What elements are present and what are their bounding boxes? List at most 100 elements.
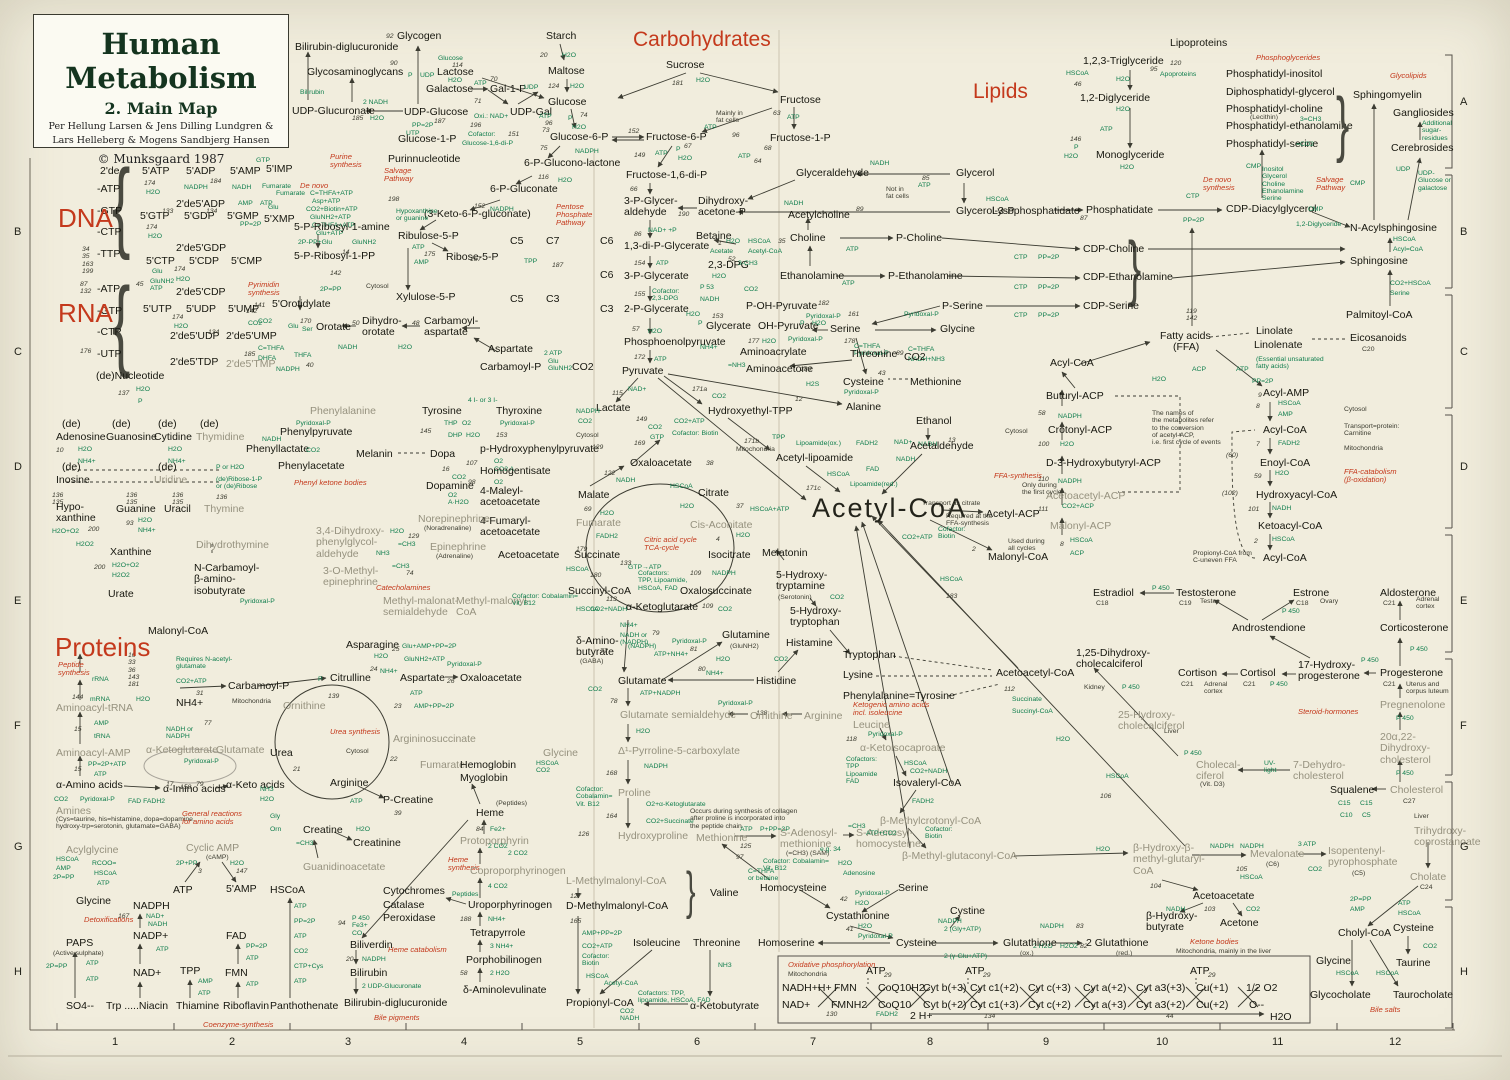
- metabolite-label: N-Carbamoyl- β-amino- isobutyrate: [194, 562, 260, 597]
- cofactor-label: Peptides: [452, 891, 479, 898]
- metabolite-label: Acetoacetate: [498, 549, 560, 561]
- metabolite-label: Liver: [1414, 813, 1429, 820]
- cofactor-label: HSCoA: [1240, 874, 1263, 881]
- metabolite-label: Cyt b(+3): [923, 982, 967, 994]
- metabolite-label: Mitochondria: [736, 446, 775, 453]
- cofactor-label: CO2+NADH: [910, 768, 948, 775]
- metabolite-label: Cyt c(+3): [1028, 982, 1071, 994]
- pathway-annotation: Bile salts: [1370, 1005, 1401, 1014]
- metabolite-label: Taurocholate: [1393, 989, 1454, 1001]
- grid-row-letter: F: [1460, 720, 1467, 732]
- cofactor-label: THFA: [294, 352, 312, 359]
- cofactor-label: H2O: [356, 826, 370, 833]
- cofactor-label: HSCoA: [986, 196, 1009, 203]
- metabolite-label: Lysine: [843, 669, 873, 681]
- enzyme-number: 100: [1038, 441, 1050, 448]
- cofactor-label: NADH: [616, 477, 636, 484]
- metabolite-label: 2'de5'ADP: [176, 198, 225, 210]
- cofactor-label: H2O: [678, 155, 692, 162]
- enzyme-number: 48: [412, 320, 420, 327]
- cofactor-label: ATP: [97, 880, 110, 887]
- enzyme-number: 12: [795, 396, 803, 403]
- metabolite-label: Isocitrate: [708, 549, 751, 561]
- cofactor-label: 2 (γ-Glu+ATP): [944, 953, 988, 960]
- enzyme-number: 77: [600, 648, 608, 655]
- metabolite-label: Isoleucine: [633, 937, 681, 949]
- metabolite-label: Sphingomyelin: [1353, 89, 1422, 101]
- cofactor-label: H2O: [558, 177, 572, 184]
- cofactor-label: CO2: [588, 686, 602, 693]
- cofactor-label: AMP: [414, 259, 429, 266]
- metabolite-label: Cu(+1): [1196, 982, 1229, 994]
- metabolite-label: (de)Nucleotide: [96, 370, 165, 382]
- cofactor-label: CO2+ACP: [1062, 503, 1094, 510]
- metabolite-label: Cholecal- ciferol: [1196, 759, 1241, 783]
- metabolite-label: C24: [1420, 884, 1433, 891]
- cofactor-label: Glu GluNH2: [548, 358, 573, 373]
- metabolite-label: (FFA): [1173, 341, 1200, 353]
- metabolite-label: Maltose: [548, 65, 585, 77]
- metabolite-label: Malonyl-CoA: [148, 625, 209, 637]
- cofactor-label: H2O: [390, 528, 404, 535]
- metabolite-label: Glycogen: [397, 30, 442, 42]
- cofactor-label: 2 ATP: [544, 350, 563, 357]
- metabolite-label: Xylulose-5-P: [396, 291, 456, 303]
- metabolite-label: Thiamine: [176, 1000, 220, 1012]
- cofactor-label: =CO2: [1296, 141, 1314, 148]
- enzyme-number: 142: [330, 270, 342, 277]
- metabolite-label: Carbamoyl-P: [228, 680, 290, 692]
- metabolite-label: Fumarate: [576, 517, 621, 529]
- metabolite-label: C18: [1296, 600, 1309, 607]
- enzyme-number: 161: [848, 311, 860, 318]
- enzyme-number: 10: [56, 447, 64, 454]
- metabolite-label: Cystathionine: [826, 910, 890, 922]
- cofactor-label: ATP: [412, 244, 425, 251]
- metabolite-label: Cis-Aconitate: [690, 519, 753, 531]
- enzyme-number: 104: [1150, 883, 1162, 890]
- cofactor-label: =NH3: [728, 362, 746, 369]
- metabolite-label: Acetaldehyde: [910, 440, 974, 452]
- enzyme-number: 97: [736, 854, 744, 861]
- metabolite-label: Linolate: [1256, 325, 1293, 337]
- cofactor-label: tRNA: [94, 733, 111, 740]
- cofactor-label: Fe2+: [490, 826, 506, 833]
- cofactor-label: NAD+: [894, 439, 913, 446]
- cofactor-label: Pyridoxal-P: [855, 890, 890, 897]
- metabolite-label: Alanine: [846, 401, 882, 413]
- cofactor-label: =CH3: [398, 541, 416, 548]
- cofactor-label: HSCoA: [670, 483, 693, 490]
- cofactor-label: H2O: [686, 311, 700, 318]
- pathway-annotation: Catecholamines: [376, 583, 431, 592]
- cofactor-label: ATP+CO2: [866, 830, 897, 837]
- metabolite-label: Cyt c1(+2): [970, 982, 1019, 994]
- cofactor-label: H2O: [1064, 153, 1078, 160]
- metabolite-label: Amines: [56, 805, 92, 817]
- metabolite-label: Guanosine: [106, 431, 157, 443]
- cofactor-label: CO2: [744, 286, 758, 293]
- enzyme-number: 125: [740, 843, 752, 850]
- map-subtitle: 2. Main Map: [104, 99, 218, 118]
- metabolite-label: Estrone: [1293, 587, 1330, 599]
- cofactor-label: H2O2: [76, 541, 94, 548]
- metabolite-label: δ-Aminolevulinate: [463, 984, 547, 996]
- metabolite-label: Citrulline: [330, 672, 371, 684]
- cofactor-label: AMP: [198, 978, 213, 985]
- cofactor-label: P: [676, 146, 681, 153]
- metabolite-label: Orotate: [316, 321, 352, 333]
- metabolite-label: Transport=protein: Carnitine: [1344, 423, 1400, 438]
- enzyme-number: 200: [88, 526, 100, 533]
- enzyme-number: 29: [1208, 972, 1216, 979]
- metabolite-label: 5-Hydroxy- tryptamine: [776, 569, 828, 593]
- metabolite-label: Methyl-malonyl- CoA: [456, 595, 531, 619]
- grid-row-letter: D: [1460, 461, 1468, 473]
- cofactor-label: P 450: [1152, 585, 1170, 592]
- cofactor-label: HSCoA+ATP: [750, 506, 790, 513]
- metabolite-label: (de): [112, 418, 131, 430]
- cofactor-label: H2O+O2: [52, 528, 80, 535]
- cofactor-label: CO2+ATP: [902, 534, 933, 541]
- cofactor-label: PP=2P: [1183, 217, 1205, 224]
- cofactor-label: UDP- Glucose or galactose: [1418, 170, 1451, 192]
- metabolite-label: Mitochondria: [232, 698, 271, 705]
- metabolite-label: Homoserine: [758, 937, 815, 949]
- metabolite-label: Cholesterol: [1390, 784, 1444, 796]
